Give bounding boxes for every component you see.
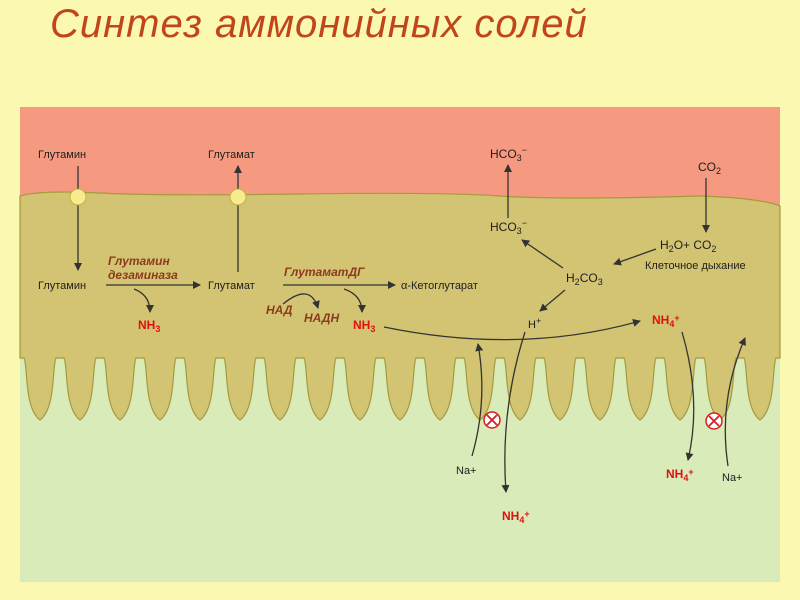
glutamate-blood-label: Глутамат — [208, 149, 255, 161]
cell-respiration-label: Клеточное дыхание — [645, 260, 746, 272]
arrow-h-plus-secretion — [501, 331, 526, 493]
glutamate-cell-label: Глутамат — [208, 280, 255, 292]
na-right-label: Na+ — [722, 472, 743, 484]
hco3-cell-formula: HCO3− — [490, 218, 527, 236]
blocked-cross-left-icon — [486, 414, 498, 426]
arrow-h2o-co2-to-h2co3 — [613, 248, 657, 266]
na-left-label: Na+ — [456, 465, 477, 477]
glutamine-cell-label: Глутамин — [38, 280, 86, 292]
arrow-nh4-secretion — [681, 331, 695, 461]
arrow-nh3-to-nh4 — [383, 319, 641, 341]
nh4-lumen-right-formula: NH4+ — [666, 467, 694, 483]
glutamate-transporter — [229, 188, 247, 206]
hco3-blood-formula: HCO3− — [490, 145, 527, 163]
co2-blood-formula: CO2 — [698, 160, 721, 176]
arrow-nad-to-nadh — [282, 293, 320, 309]
arrow-na-reabsorption-left — [471, 343, 484, 457]
epithelial-cell — [19, 191, 781, 421]
ketoglutarate-label: α-Кетоглутарат — [401, 280, 478, 292]
h2o-co2-formula: H2O+ CO2 — [660, 238, 716, 254]
nh4-cell-formula: NH4+ — [652, 313, 680, 329]
enzyme-glutamate-dh: ГлутаматДГ — [284, 265, 365, 279]
nh3-formula-1: NH3 — [138, 318, 160, 334]
arrow-h2co3-to-hco3 — [521, 239, 564, 269]
arrow-nh3-release-1 — [133, 288, 154, 313]
arrow-h2co3-to-h-plus — [539, 289, 566, 312]
nh4-lumen-left-formula: NH4+ — [502, 509, 530, 525]
h-plus-formula: H+ — [528, 316, 541, 331]
nh3-formula-2: NH3 — [353, 318, 375, 334]
enzyme-glutaminase-line2: дезаминаза — [108, 268, 178, 282]
arrow-na-reabsorption-right — [724, 337, 746, 467]
blocked-cross-right-icon — [708, 415, 720, 427]
slide-title: Синтез аммонийных солей — [50, 2, 588, 46]
nad-label: НАД — [266, 303, 293, 317]
enzyme-glutaminase-line1: Глутамин — [108, 254, 170, 268]
glutamine-blood-label: Глутамин — [38, 149, 86, 161]
nadh-label: НАДН — [304, 311, 339, 325]
h2co3-formula: H2CO3 — [566, 271, 603, 287]
arrow-nh3-release-2 — [343, 288, 366, 313]
glutamine-transporter — [69, 188, 87, 206]
